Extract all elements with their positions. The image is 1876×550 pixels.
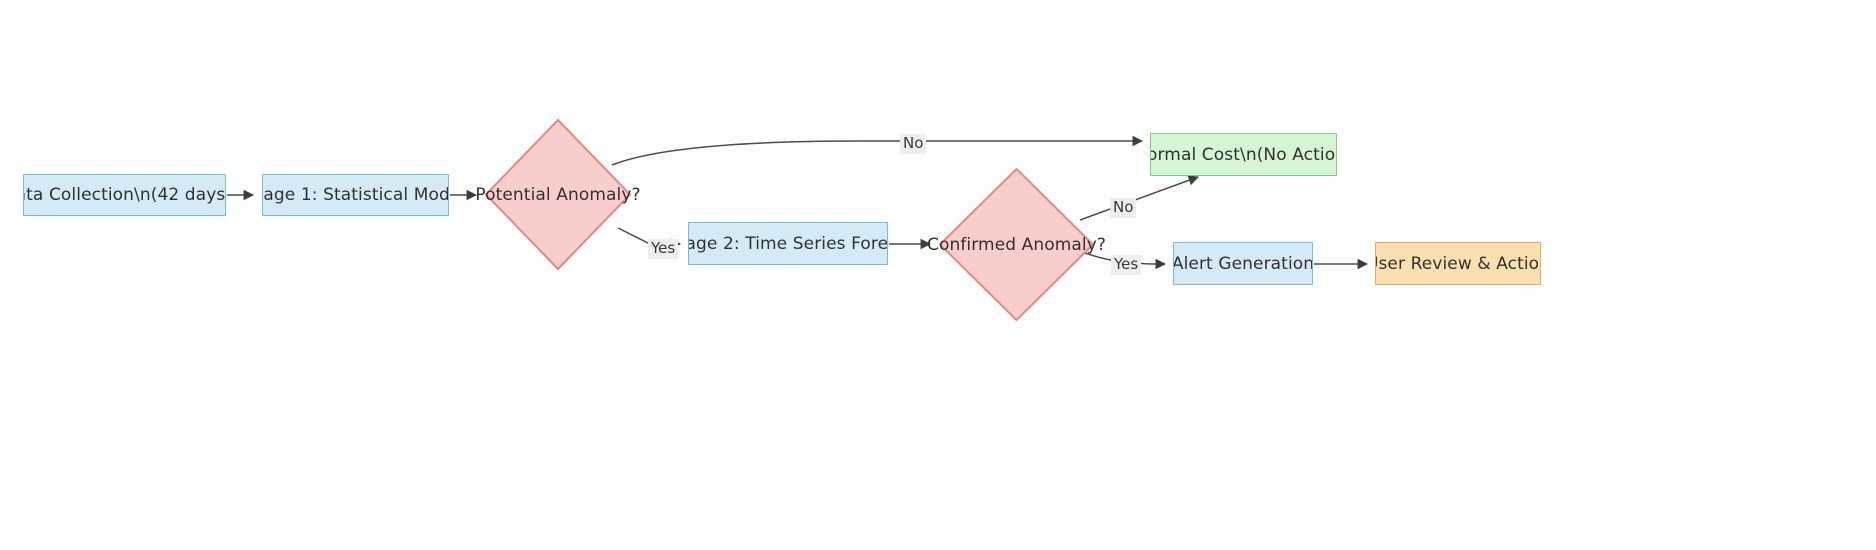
diagram-background-plate	[18, 90, 1858, 442]
edge-label-confirmed-anomaly-yes: Yes	[1111, 255, 1142, 275]
node-confirmed-anomaly-label: Confirmed Anomaly?	[926, 234, 1107, 255]
node-user-review[interactable]: User Review & Action	[1375, 242, 1541, 285]
node-confirmed-anomaly[interactable]: Confirmed Anomaly?	[927, 167, 1106, 322]
node-alert-generation-label: Alert Generation	[1173, 253, 1313, 274]
node-alert-generation[interactable]: Alert Generation	[1173, 242, 1313, 285]
node-stage2-label: Stage 2: Time Series Foreca	[688, 233, 888, 254]
node-stage2[interactable]: Stage 2: Time Series Foreca	[688, 222, 888, 265]
node-normal-cost-label: Normal Cost\n(No Action)	[1151, 144, 1336, 165]
node-data-collection[interactable]: Data Collection\n(42 days hi	[23, 174, 226, 216]
node-stage1-label: Stage 1: Statistical Model	[263, 185, 449, 205]
edge-label-potential-anomaly-no: No	[900, 134, 927, 154]
edge-potential-anomaly-no-to-normal-cost	[611, 135, 1144, 166]
edge-confirmed-anomaly-no-to-normal-cost	[1079, 175, 1199, 221]
potential-anomaly-diamond-shape	[484, 118, 632, 271]
node-stage1[interactable]: Stage 1: Statistical Model	[262, 174, 449, 216]
node-potential-anomaly[interactable]: Potential Anomaly?	[475, 118, 641, 271]
confirmed-anomaly-diamond-shape	[938, 167, 1095, 322]
node-user-review-label: User Review & Action	[1375, 253, 1541, 274]
node-potential-anomaly-label: Potential Anomaly?	[475, 184, 641, 205]
edge-label-confirmed-anomaly-no: No	[1110, 198, 1137, 218]
edge-label-potential-anomaly-yes: Yes	[648, 239, 679, 259]
node-data-collection-label: Data Collection\n(42 days hi	[24, 185, 226, 205]
node-normal-cost[interactable]: Normal Cost\n(No Action)	[1150, 133, 1337, 176]
